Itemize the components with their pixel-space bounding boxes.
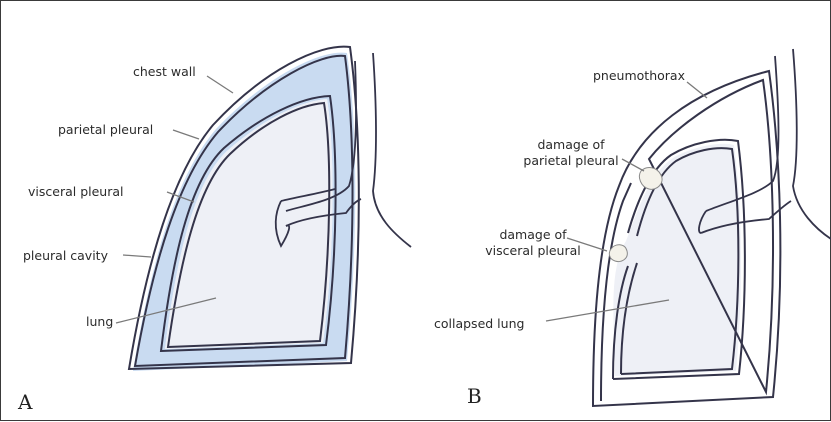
label-damage-parietal-l2: parietal pleural (523, 153, 618, 168)
leader-parietal (173, 130, 199, 139)
label-lung: lung (86, 314, 113, 329)
trachea-right-line (373, 53, 411, 247)
panel-letter-b: B (467, 384, 482, 408)
b-leader-pneumothorax (687, 82, 707, 98)
panel-letter-a: A (17, 390, 33, 414)
leader-pleural-cavity (123, 255, 151, 257)
b-trachea-right-line (793, 49, 831, 239)
label-visceral-pleural: visceral pleural (28, 184, 123, 199)
visceral-damage-mark (609, 245, 627, 262)
label-parietal-pleural: parietal pleural (58, 122, 153, 137)
label-pneumothorax: pneumothorax (593, 68, 685, 83)
collapsed-lung-region (613, 144, 741, 376)
panel-a: chest wall parietal pleural visceral ple… (17, 47, 411, 414)
label-damage-visceral-l1: damage of (499, 227, 567, 242)
panel-b: pneumothorax damage of parietal pleural … (434, 49, 831, 408)
label-pleural-cavity: pleural cavity (23, 248, 109, 263)
label-damage-parietal-l1: damage of (537, 137, 605, 152)
label-chest-wall: chest wall (133, 64, 196, 79)
label-damage-visceral-l2: visceral pleural (485, 243, 580, 258)
leader-chest-wall (207, 76, 233, 93)
label-collapsed-lung: collapsed lung (434, 316, 524, 331)
